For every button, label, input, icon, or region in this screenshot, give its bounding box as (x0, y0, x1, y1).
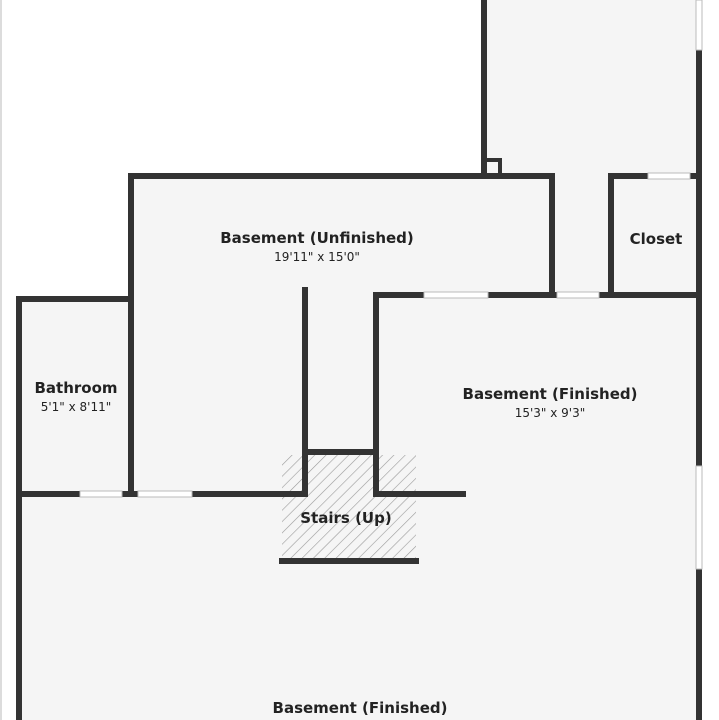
label-basement-unfinished-name: Basement (Unfinished) (220, 229, 414, 247)
floor-bathroom (22, 302, 132, 494)
opening-finished-top-left (423, 291, 489, 299)
label-bathroom-dims: 5'1" x 8'11" (41, 400, 112, 414)
floor-basement-finished-right (378, 296, 699, 496)
floor-upper-corridor (487, 0, 699, 178)
floor-corridor (552, 178, 612, 298)
opening-finished-top-right (556, 291, 600, 299)
label-closet-name: Closet (630, 230, 683, 248)
label-stairs-name: Stairs (Up) (300, 509, 391, 527)
floors (22, 0, 699, 720)
label-basement-unfinished-dims: 19'11" x 15'0" (274, 250, 360, 264)
label-basement-finished-right-dims: 15'3" x 9'3" (515, 406, 586, 420)
floor-closet (612, 178, 699, 298)
room-labels: Basement (Unfinished) 19'11" x 15'0" Clo… (34, 229, 682, 717)
opening-closet-top (647, 172, 691, 180)
label-basement-finished-bottom-name: Basement (Finished) (273, 699, 448, 717)
openings (79, 0, 703, 570)
window-right-upper (695, 0, 703, 51)
label-basement-finished-right-name: Basement (Finished) (463, 385, 638, 403)
label-bathroom-name: Bathroom (34, 379, 117, 397)
opening-unfinished-door (137, 490, 193, 498)
opening-bathroom-door (79, 490, 123, 498)
window-right-lower (695, 465, 703, 570)
